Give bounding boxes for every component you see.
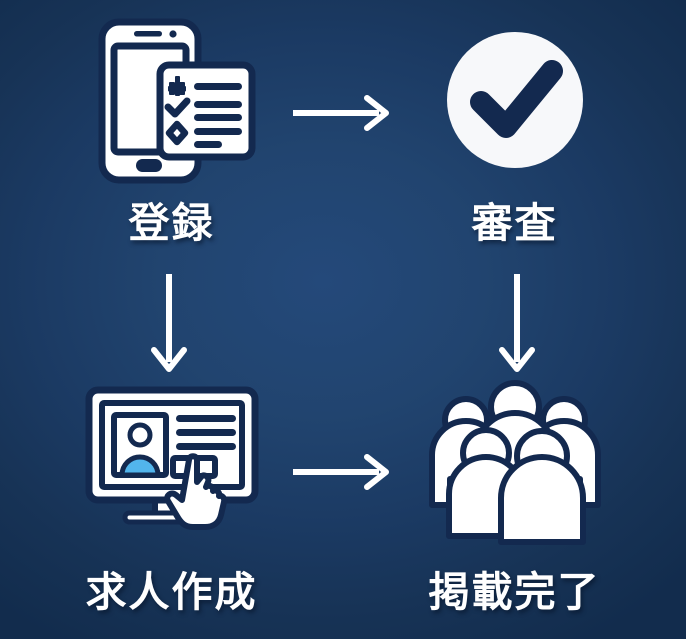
step-label-review: 審査 (471, 199, 558, 247)
smartphone-form-icon (77, 14, 267, 189)
flow-step-published: 掲載完了 (343, 320, 686, 639)
flow-step-create-job: 求人作成 (0, 320, 343, 639)
step-label-registration: 登録 (128, 199, 215, 247)
check-circle-icon (420, 14, 610, 189)
step-label-create-job: 求人作成 (85, 567, 258, 616)
monitor-profile-cursor-icon (77, 375, 267, 550)
flow-step-review: 審査 (343, 0, 686, 320)
step-label-published: 掲載完了 (428, 567, 601, 616)
people-group-icon (420, 375, 610, 550)
flow-step-registration: 登録 (0, 0, 343, 320)
